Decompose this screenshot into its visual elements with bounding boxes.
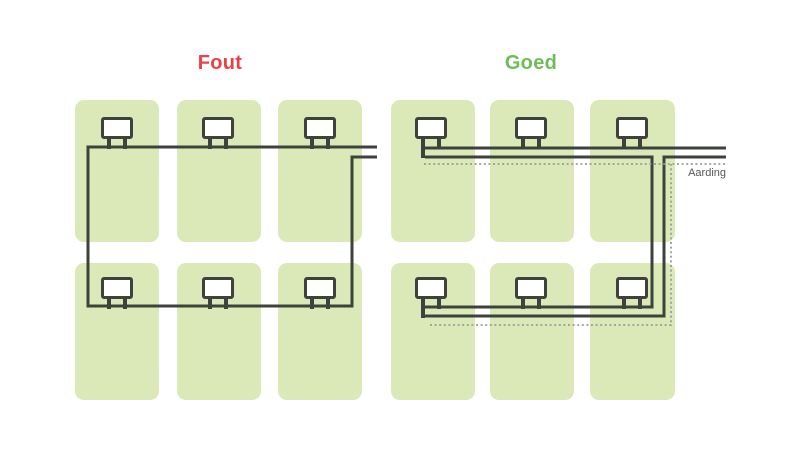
junction-box-lead-right (224, 139, 228, 149)
junction-box (304, 117, 336, 149)
junction-box-lead-right (638, 299, 642, 309)
junction-box-lead-left (521, 299, 525, 309)
goed-ground-wire-loop (430, 164, 672, 326)
junction-box-lead-left (208, 299, 212, 309)
fout-string-cable-loop (86, 145, 377, 308)
junction-box (415, 277, 447, 318)
junction-box (515, 117, 547, 149)
junction-box (616, 117, 648, 149)
junction-box-lead-right (437, 299, 441, 309)
junction-box-lead-left (107, 299, 111, 309)
junction-box (415, 117, 447, 158)
goed-string-cable-return (425, 155, 726, 318)
junction-box-lead-left (622, 299, 626, 309)
junction-box (101, 117, 133, 149)
junction-box-lead-left (421, 139, 425, 158)
junction-box-lead-left (310, 299, 314, 309)
junction-box-lead-left (421, 299, 425, 318)
junction-box-lead-right (224, 299, 228, 309)
junction-box-lead-right (326, 139, 330, 149)
junction-box-lead-left (521, 139, 525, 149)
junction-box-lead-right (123, 299, 127, 309)
junction-box-lead-left (107, 139, 111, 149)
junction-box (202, 117, 234, 149)
junction-box (101, 277, 133, 309)
junction-box-lead-right (326, 299, 330, 309)
junction-box-lead-left (622, 139, 626, 149)
junction-box-lead-left (310, 139, 314, 149)
label-aarding: Aarding (688, 167, 726, 179)
junction-box (515, 277, 547, 309)
label-fout: Fout (197, 52, 243, 74)
junction-box-lead-right (537, 139, 541, 149)
junction-box-lead-right (537, 299, 541, 309)
label-goed: Goed (504, 52, 558, 74)
junction-box (202, 277, 234, 309)
junction-box (616, 277, 648, 309)
junction-box-lead-left (208, 139, 212, 149)
junction-box (304, 277, 336, 309)
junction-box-lead-right (437, 139, 441, 149)
junction-box-lead-right (638, 139, 642, 149)
junction-box-lead-right (123, 139, 127, 149)
